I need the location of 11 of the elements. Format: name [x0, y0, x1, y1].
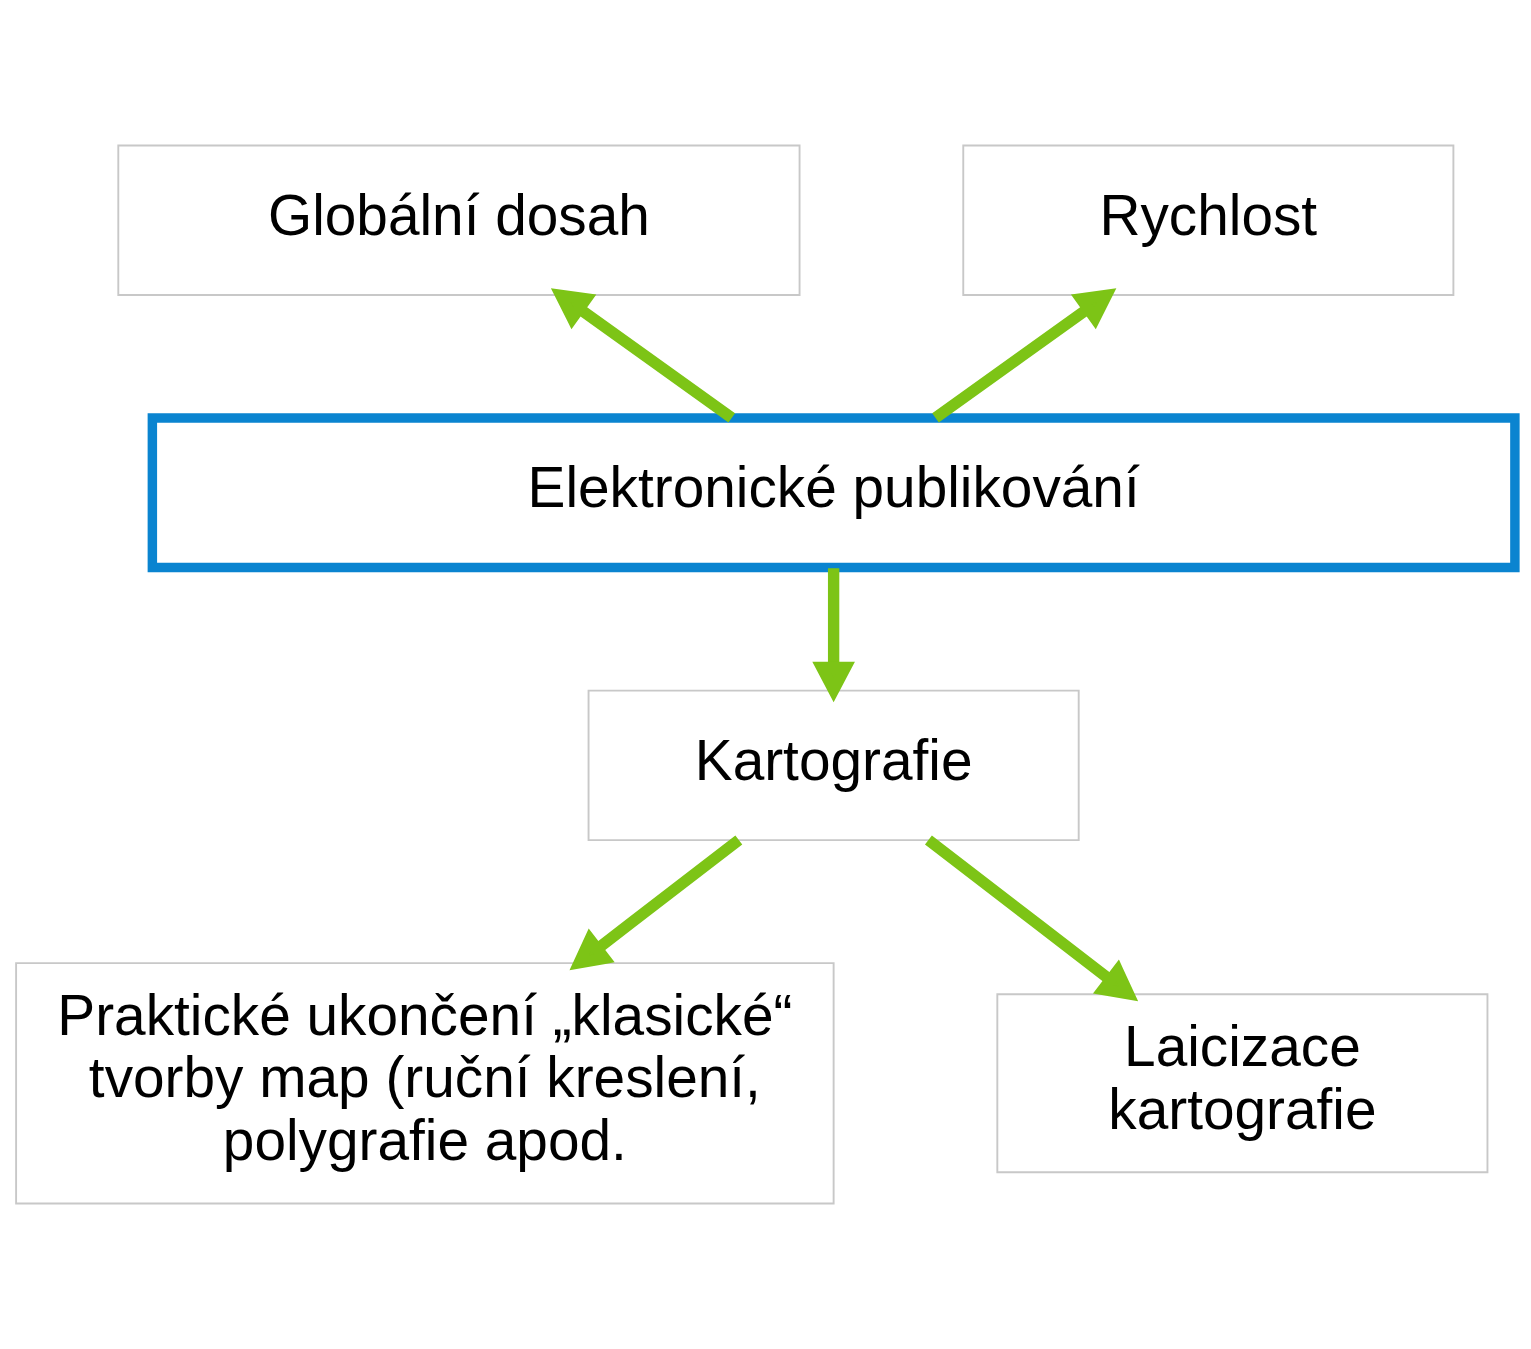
node-box: Laicizace kartografie [996, 993, 1489, 1174]
node-box: Globální dosah [117, 144, 801, 296]
arrow [932, 288, 1117, 423]
node-box: Kartografie [587, 689, 1080, 842]
node-box: Rychlost [962, 144, 1455, 296]
arrow [925, 835, 1139, 1002]
node-box: Praktické ukončení „klasické“ tvorby map (ruční kreslení, polygrafie apod. [15, 962, 835, 1205]
node-box: Elektronické publikování [147, 413, 1520, 573]
arrow [812, 568, 855, 703]
arrow [550, 288, 736, 423]
arrow [569, 835, 743, 971]
